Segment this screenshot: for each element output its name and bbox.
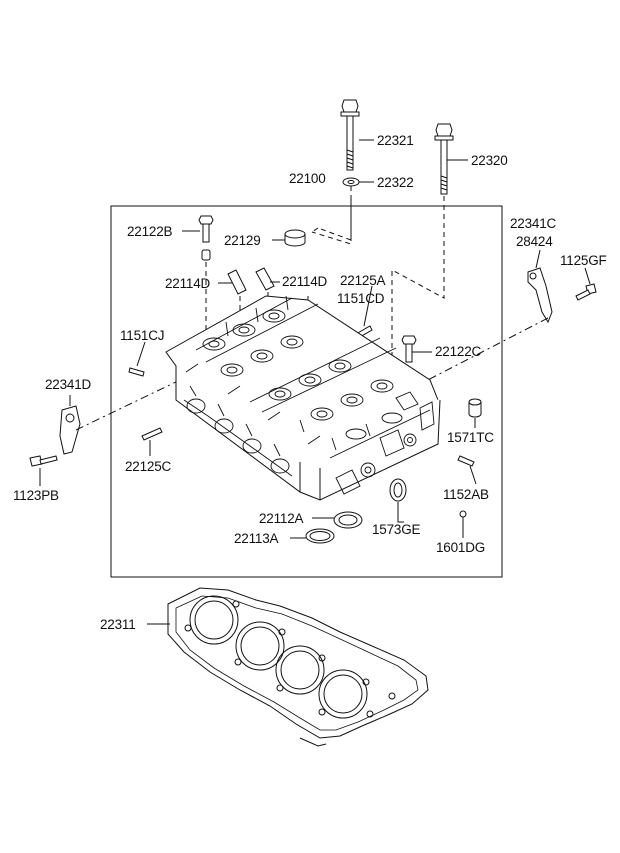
label-22311: 22311 — [100, 617, 136, 632]
label-22341D: 22341D — [45, 377, 92, 392]
label-1573GE: 1573GE — [372, 522, 421, 537]
dowel-22114D-icon — [227, 267, 275, 295]
label-28424: 28424 — [516, 234, 553, 249]
label-1571TC: 1571TC — [447, 430, 494, 445]
label-22321: 22321 — [377, 133, 414, 148]
bolt-22122B-icon — [198, 215, 214, 243]
oring-22112A-icon — [333, 511, 363, 529]
bolt-1125GF-icon — [575, 283, 597, 301]
seal-1573GE-icon — [389, 478, 407, 502]
label-1601DG: 1601DG — [436, 540, 486, 555]
label-1123PB: 1123PB — [13, 488, 59, 503]
label-1152AB: 1152AB — [443, 487, 489, 502]
label-1125GF: 1125GF — [560, 253, 607, 268]
label-22125A: 22125A — [340, 273, 386, 288]
label-22122B: 22122B — [127, 224, 173, 239]
label-22129: 22129 — [224, 233, 261, 248]
washer-22322-icon — [342, 177, 360, 187]
label-22125C: 22125C — [125, 459, 172, 474]
label-22320: 22320 — [471, 153, 508, 168]
label-22122C: 22122C — [435, 344, 482, 359]
bracket-22341C-icon — [527, 267, 553, 324]
plug-1571TC-icon — [468, 398, 482, 418]
label-22113A: 22113A — [234, 531, 279, 546]
label-22114D-right: 22114D — [282, 274, 328, 289]
dot-1601DG-icon — [459, 510, 467, 518]
label-22100: 22100 — [289, 171, 326, 186]
bracket-22341D-icon — [59, 405, 81, 455]
label-22112A: 22112A — [259, 511, 304, 526]
label-22114D-left: 22114D — [165, 276, 211, 291]
plug-22129-icon — [284, 229, 306, 247]
seal-22113A-icon — [305, 528, 335, 544]
label-1151CJ: 1151CJ — [120, 328, 165, 343]
stud-1151CJ-icon — [128, 367, 145, 377]
bolt-1123PB-icon — [29, 455, 58, 467]
assembly-frame — [110, 205, 503, 578]
bolt-22321-icon — [340, 99, 360, 171]
label-1151CD: 1151CD — [337, 291, 385, 306]
bolt-22320-icon — [434, 123, 454, 195]
gasket-22311-icon — [167, 587, 429, 747]
stud-22125C-icon — [141, 427, 163, 441]
label-22341C: 22341C — [510, 216, 557, 231]
label-22322: 22322 — [377, 175, 414, 190]
stud-1152AB-icon — [457, 455, 475, 467]
cylinder-head-icon — [165, 295, 441, 501]
